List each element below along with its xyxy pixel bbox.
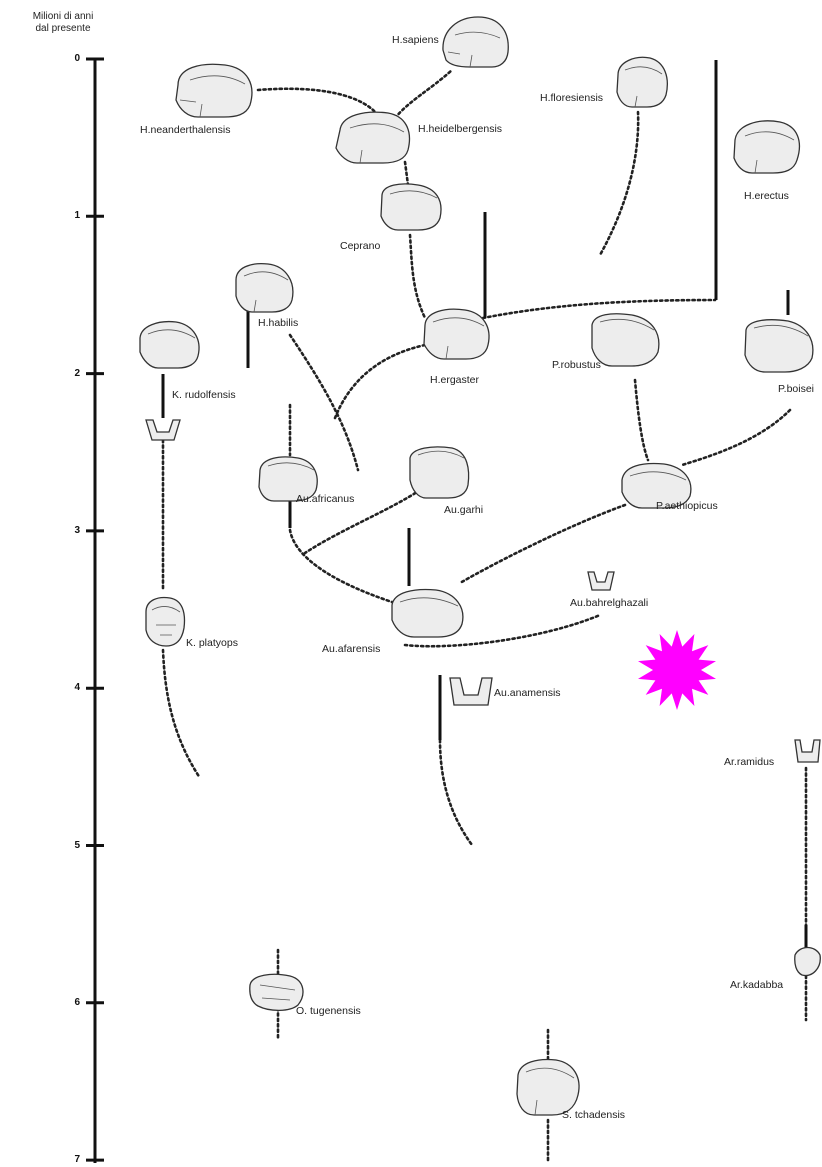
axis-tick-label: 4 [74, 682, 80, 694]
skull-k-rudolfensis [139, 320, 200, 369]
label-au-bahrelghazali: Au.bahrelghazali [570, 597, 649, 609]
label-h-habilis: H.habilis [258, 317, 299, 329]
highlight-star-marker [638, 630, 716, 710]
label-h-erectus: H.erectus [744, 190, 789, 202]
jaw-au-anamensis [449, 677, 493, 706]
axis-title: Milioni di anni dal presente [13, 11, 113, 35]
axis-tick-label: 6 [74, 996, 80, 1008]
bone-o-tugenensis [249, 973, 304, 1012]
label-au-garhi: Au.garhi [444, 504, 484, 516]
skull-illustrations [139, 16, 821, 1116]
skull-h-floresiensis [616, 56, 668, 108]
jaw-ar-ramidus [794, 739, 821, 763]
label-h-ergaster: H.ergaster [430, 374, 480, 386]
time-axis [86, 57, 104, 1163]
skull-h-habilis [235, 262, 294, 313]
skull-h-heidelbergensis [335, 111, 411, 164]
axis-tick-label: 1 [74, 210, 80, 222]
skull-k-platyops [145, 596, 186, 647]
skull-p-boisei [744, 319, 814, 373]
label-au-anamensis: Au.anamensis [494, 687, 561, 699]
axis-tick-label: 5 [74, 839, 80, 851]
label-h-heidelbergensis: H.heidelbergensis [418, 123, 503, 135]
lineage-dotted-lines [161, 68, 808, 1165]
label-o-tugenensis: O. tugenensis [296, 1005, 361, 1017]
fragment-ar-kadabba [794, 946, 821, 977]
label-s-tchadensis: S. tchadensis [562, 1109, 626, 1121]
label-h-floresiensis: H.floresiensis [540, 92, 604, 104]
skull-p-robustus [591, 313, 660, 367]
axis-tick-label: 0 [74, 53, 80, 64]
skull-ceprano [380, 183, 442, 231]
skull-s-tchadensis [516, 1058, 580, 1116]
label-ar-ramidus: Ar.ramidus [724, 756, 775, 768]
axis-tick-label: 2 [74, 367, 80, 379]
label-au-afarensis: Au.afarensis [322, 643, 381, 655]
lineage-solid-bars [161, 60, 808, 962]
jaw-k-rudolfensis [145, 419, 181, 441]
label-k-platyops: K. platyops [186, 637, 238, 649]
jaw-au-bahrelghazali [587, 571, 615, 591]
skull-h-ergaster [423, 308, 490, 360]
label-au-africanus: Au.africanus [296, 493, 355, 505]
label-ceprano: Ceprano [340, 240, 381, 252]
skull-h-neanderthalensis [175, 63, 253, 118]
skull-au-africanus [258, 456, 318, 502]
skull-h-erectus [733, 120, 801, 174]
label-h-neanderthalensis: H.neanderthalensis [140, 124, 231, 136]
label-p-aethiopicus: P.aethiopicus [656, 500, 718, 512]
skull-au-garhi [409, 446, 470, 499]
skull-p-aethiopicus [621, 462, 692, 509]
label-ar-kadabba: Ar.kadabba [730, 979, 784, 991]
label-k-rudolfensis: K. rudolfensis [172, 389, 236, 401]
axis-title-line1: Milioni di anni [32, 11, 94, 22]
axis-tick-label: 7 [74, 1154, 80, 1166]
axis-tick-label: 3 [74, 524, 80, 536]
label-p-robustus: P.robustus [552, 359, 601, 371]
skull-h-sapiens [442, 16, 509, 68]
label-p-boisei: P.boisei [778, 383, 815, 395]
axis-title-line2: dal presente [35, 23, 91, 34]
skull-au-afarensis [391, 588, 464, 638]
label-h-sapiens: H.sapiens [392, 34, 439, 46]
